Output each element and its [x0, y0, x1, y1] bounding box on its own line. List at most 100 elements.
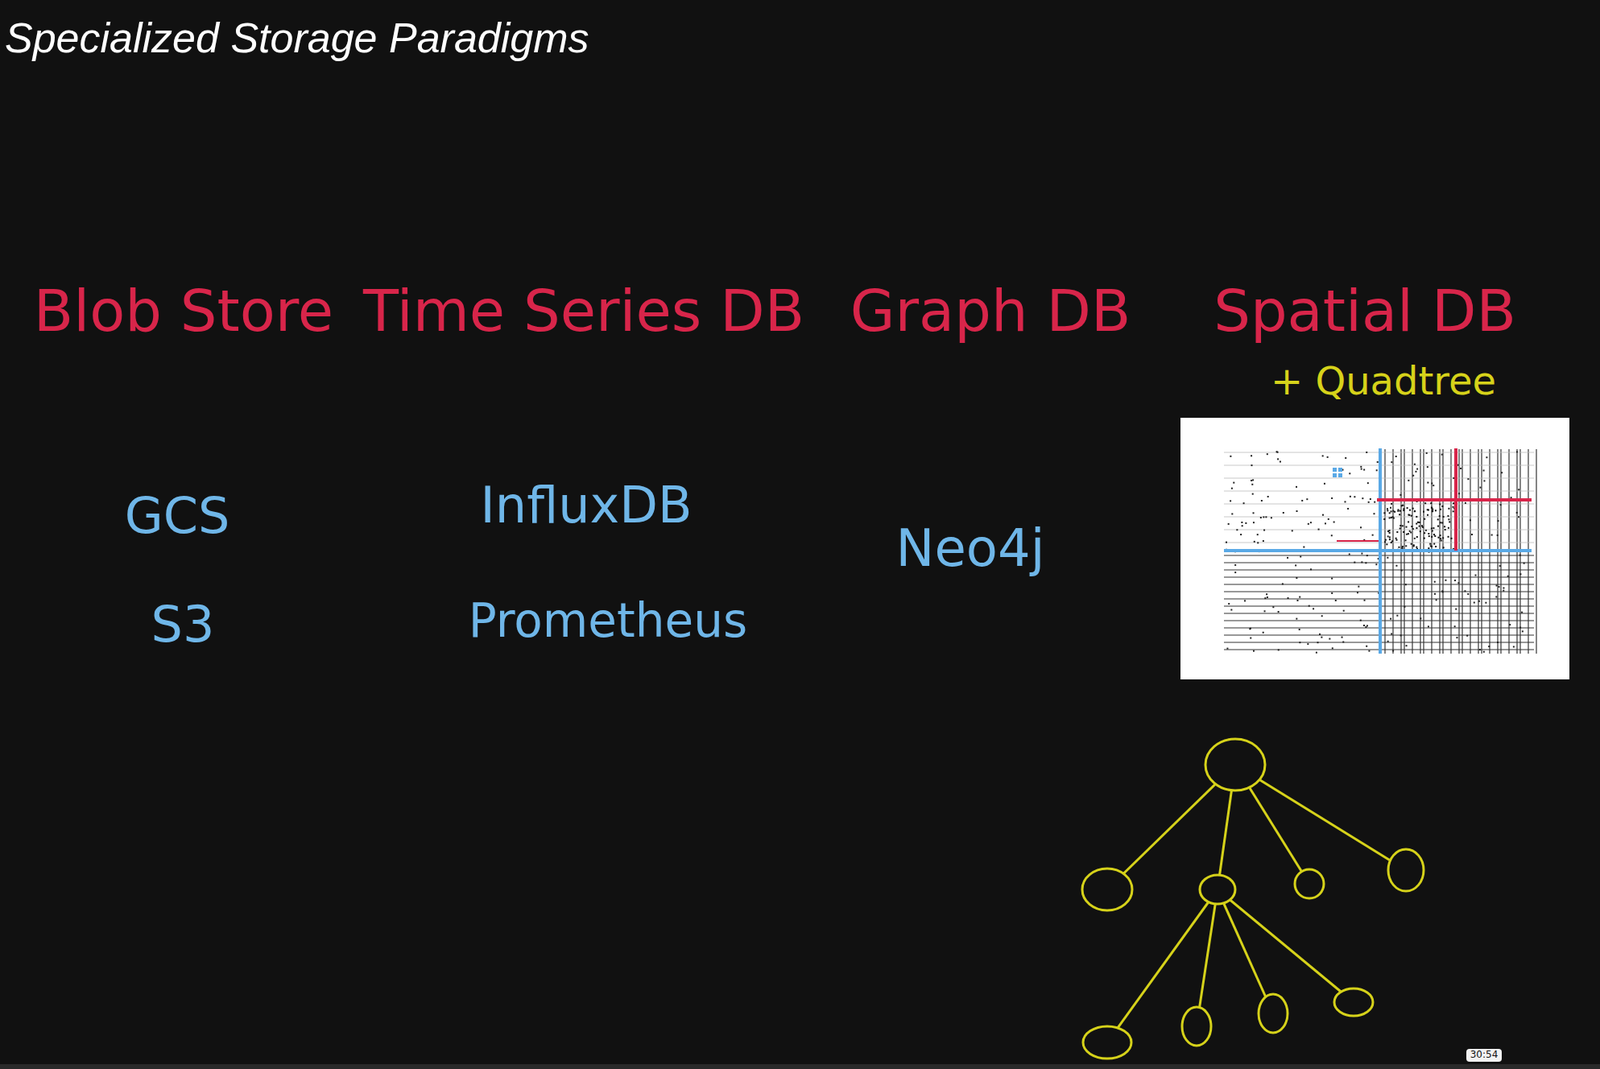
data-point — [1331, 592, 1333, 595]
data-point — [1376, 469, 1378, 472]
data-point — [1324, 522, 1327, 525]
data-point — [1265, 593, 1268, 596]
data-point — [1387, 535, 1390, 538]
data-point — [1368, 501, 1370, 504]
data-point — [1323, 483, 1326, 485]
data-point — [1281, 582, 1284, 585]
data-point — [1432, 527, 1435, 530]
data-point — [1447, 536, 1450, 538]
data-point — [1331, 497, 1333, 500]
data-point — [1369, 498, 1372, 501]
data-point — [1227, 603, 1230, 605]
data-point — [1521, 630, 1524, 633]
data-point — [1256, 533, 1259, 536]
data-point — [1428, 535, 1431, 538]
data-point — [1421, 525, 1423, 527]
data-point — [1458, 492, 1460, 495]
data-point — [1407, 520, 1410, 523]
data-point — [1399, 528, 1402, 530]
data-point — [1386, 509, 1389, 512]
data-point — [1298, 641, 1301, 644]
data-point — [1341, 636, 1344, 639]
data-point — [1425, 529, 1427, 532]
data-point — [1241, 525, 1244, 527]
data-point — [1248, 628, 1251, 630]
data-point — [1413, 545, 1415, 547]
data-point — [1397, 546, 1400, 549]
data-point — [1282, 512, 1285, 514]
data-point — [1413, 537, 1416, 540]
grid-line — [1535, 449, 1537, 654]
data-point — [1395, 565, 1398, 567]
data-point — [1483, 479, 1485, 482]
data-point — [1232, 482, 1235, 484]
data-point — [1360, 553, 1363, 555]
data-point — [1434, 593, 1436, 596]
data-point — [1519, 627, 1522, 629]
data-point — [1459, 467, 1462, 470]
data-point — [1415, 546, 1418, 549]
data-point — [1478, 600, 1481, 603]
data-point — [1430, 528, 1433, 530]
data-point — [1240, 521, 1243, 524]
quadtree-sketch — [1082, 739, 1424, 1059]
data-point — [1426, 514, 1429, 517]
data-point — [1467, 593, 1469, 596]
data-point — [1236, 529, 1238, 531]
data-point — [1262, 516, 1265, 518]
data-point — [1405, 526, 1408, 529]
data-point — [1418, 525, 1421, 528]
data-point — [1389, 538, 1391, 541]
data-point — [1360, 561, 1363, 563]
data-point — [1376, 461, 1379, 464]
data-point — [1495, 595, 1497, 598]
video-timestamp: 30:54 — [1466, 1049, 1503, 1063]
data-point — [1389, 507, 1392, 509]
data-point — [1405, 545, 1407, 547]
data-point — [1372, 534, 1374, 537]
tree-node — [1205, 739, 1266, 791]
data-point — [1231, 487, 1233, 490]
data-point — [1422, 511, 1425, 513]
data-point — [1389, 532, 1391, 534]
data-point — [1442, 537, 1444, 539]
data-point — [1415, 527, 1418, 530]
data-point — [1306, 498, 1308, 501]
data-point — [1441, 521, 1443, 524]
data-point — [1496, 641, 1499, 644]
data-point — [1457, 464, 1460, 467]
data-point — [1427, 533, 1430, 535]
data-point — [1344, 457, 1347, 459]
data-point — [1423, 537, 1426, 540]
data-point — [1390, 633, 1393, 636]
data-point — [1407, 533, 1410, 535]
data-point — [1415, 516, 1418, 518]
data-point — [1509, 624, 1511, 626]
data-point — [1408, 514, 1410, 517]
marker — [1332, 467, 1337, 472]
tree-node — [1294, 869, 1324, 899]
data-point — [1357, 586, 1360, 588]
data-point — [1434, 509, 1437, 512]
data-point — [1433, 543, 1435, 546]
data-point — [1419, 530, 1422, 533]
data-point — [1452, 502, 1455, 505]
data-point — [1399, 494, 1402, 497]
data-point — [1386, 508, 1389, 510]
data-point — [1435, 599, 1438, 601]
data-point — [1410, 543, 1413, 546]
data-point — [1399, 510, 1402, 513]
tree-branch — [1235, 764, 1406, 871]
data-point — [1415, 523, 1418, 526]
data-point — [1279, 461, 1282, 464]
data-point — [1471, 533, 1473, 536]
data-point — [1349, 496, 1352, 498]
data-point — [1366, 624, 1369, 627]
data-point — [1431, 510, 1434, 513]
data-point — [1252, 650, 1255, 653]
data-point — [1410, 525, 1413, 528]
category-heading: Spatial DB — [1213, 277, 1517, 345]
data-point — [1384, 541, 1386, 543]
data-point — [1363, 469, 1365, 472]
data-point — [1264, 597, 1266, 600]
